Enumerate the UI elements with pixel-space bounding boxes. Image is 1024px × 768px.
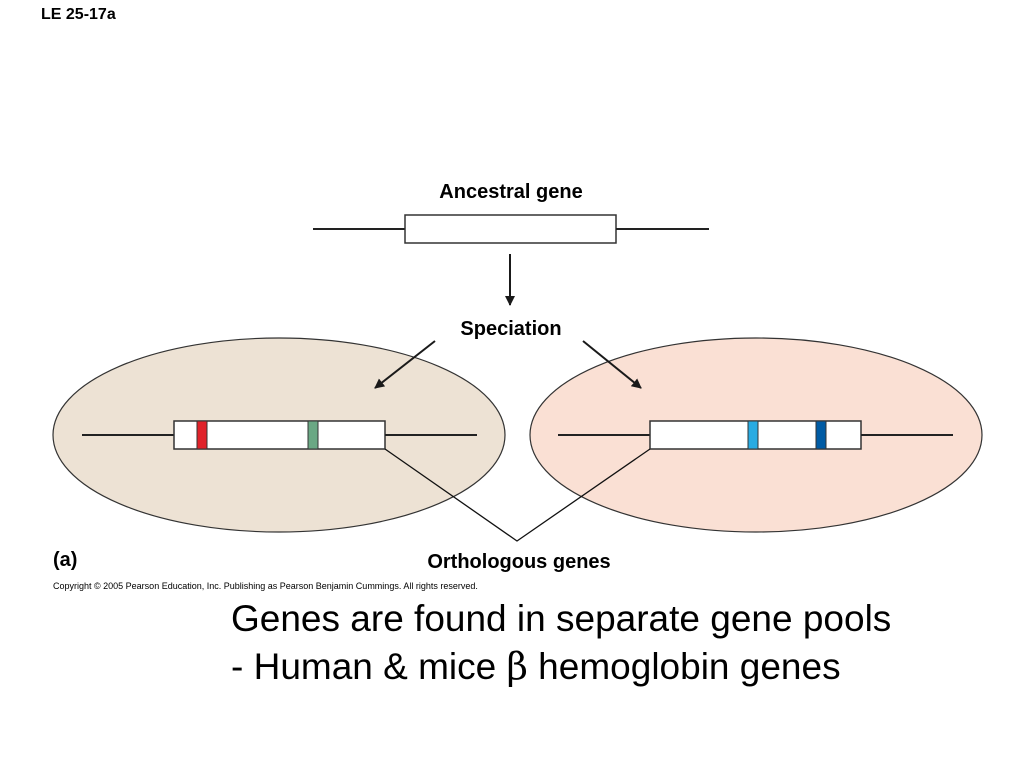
speciation-label: Speciation: [460, 318, 561, 340]
arrow-to-left-species: [374, 340, 436, 389]
ancestral-gene-box: [404, 214, 617, 244]
left-ortholog-gene: [82, 420, 477, 450]
caption-line-1: Genes are found in separate gene pools: [231, 598, 892, 639]
arrow-to-right-species: [582, 340, 642, 389]
left-gene-mark-green: [307, 420, 319, 450]
gene-diagram: Ancestral gene Speciation (a) Orthologou…: [52, 181, 983, 573]
right-ortholog-gene: [558, 420, 953, 450]
right-gene-mark-light-blue: [747, 420, 759, 450]
left-gene-box: [173, 420, 386, 450]
orthologous-genes-label: Orthologous genes: [427, 551, 610, 573]
caption-line-2-prefix: - Human & mice: [231, 646, 507, 687]
left-gene-mark-red: [196, 420, 208, 450]
panel-label: (a): [53, 549, 77, 571]
ancestral-gene: [313, 214, 709, 244]
beta-symbol: β: [506, 645, 528, 688]
ancestral-gene-label: Ancestral gene: [439, 181, 582, 203]
right-gene-mark-dark-blue: [815, 420, 827, 450]
caption: Genes are found in separate gene pools -…: [231, 595, 891, 691]
caption-line-2-suffix: hemoglobin genes: [527, 646, 841, 687]
slide-label: LE 25-17a: [41, 6, 116, 23]
caption-line-2: - Human & mice β hemoglobin genes: [231, 643, 891, 691]
copyright-notice: Copyright © 2005 Pearson Education, Inc.…: [53, 581, 478, 591]
orthologous-connector: [384, 448, 651, 542]
